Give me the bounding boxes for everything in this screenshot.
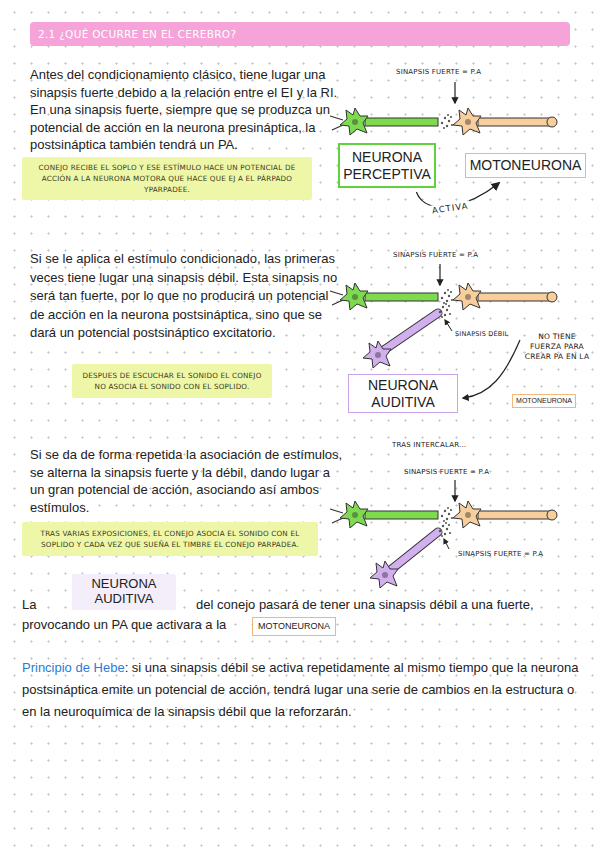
text-stack: DESPUES DE ESCUCHAR EL SONIDO EL CONEJO … bbox=[77, 370, 267, 392]
annotation: SINAPSIS FUERTE = P.A bbox=[404, 468, 534, 477]
node-text: DESPUES DE ESCUCHAR EL SONIDO EL CONEJO … bbox=[77, 370, 267, 392]
label-text: TRAS INTERCALAR... bbox=[392, 441, 466, 449]
edge-label: ACTIVA bbox=[430, 200, 471, 216]
neuron-tag: MOTONEURONA bbox=[252, 617, 336, 636]
paragraph: provocando un PA que activara a la bbox=[22, 617, 226, 634]
annotation: SINAPSIS FUERTE = P.A bbox=[393, 251, 523, 260]
text-stack: TRAS VARIAS EXPOSICIONES, EL CONEJO ASOC… bbox=[27, 528, 313, 550]
paragraph: Si se da de forma repetida la asociación… bbox=[30, 446, 345, 516]
label-text: Si se da de forma repetida la asociación… bbox=[30, 447, 342, 515]
note-box: CONEJO RECIBE EL SOPLO Y ESE ESTÍMULO HA… bbox=[22, 157, 312, 200]
neuron-box: NEURONA AUDITIVA bbox=[348, 374, 458, 413]
annotation: SINAPSIS DÉBIL bbox=[455, 330, 525, 338]
node-text: NEURONA AUDITIVA bbox=[352, 377, 454, 409]
node-text: MOTONEURONA bbox=[469, 157, 582, 173]
annotation: SINAPSIS FUERTE = P.A bbox=[396, 68, 526, 77]
node-text: NEURONA PERCEPTIVA bbox=[343, 149, 431, 181]
neuron-box: MOTONEURONA bbox=[465, 153, 586, 178]
text-stack: NEURONA AUDITIVA bbox=[352, 377, 454, 409]
node-text: MOTONEURONA bbox=[516, 397, 572, 405]
paragraph: La bbox=[22, 597, 36, 614]
paragraph: Antes del condicionamiento clásico, tien… bbox=[30, 66, 345, 154]
neuron-tag: NEURONA AUDITIVA bbox=[72, 574, 176, 610]
label-text: SINAPSIS FUERTE = P.A bbox=[404, 468, 489, 476]
text-stack: CONEJO RECIBE EL SOPLO Y ESE ESTÍMULO HA… bbox=[27, 162, 307, 195]
annotation: SINAPSIS FUERTE = P.A bbox=[458, 550, 588, 559]
annotation: TRAS INTERCALAR... bbox=[392, 441, 522, 450]
note-box: DESPUES DE ESCUCHAR EL SONIDO EL CONEJO … bbox=[72, 364, 272, 398]
text-stack: NEURONA PERCEPTIVA bbox=[343, 149, 431, 181]
label-text: SINAPSIS FUERTE = P.A bbox=[393, 251, 478, 259]
title-text: 2.1 ¿QUÉ OCURRE EN EL CEREBRO? bbox=[30, 28, 236, 40]
label-text: SINAPSIS FUERTE = P.A bbox=[396, 68, 481, 76]
label-text: del conejo pasará de tener una sinapsis … bbox=[196, 597, 534, 612]
node-text: CONEJO RECIBE EL SOPLO Y ESE ESTÍMULO HA… bbox=[27, 162, 307, 195]
label-text: SINAPSIS DÉBIL bbox=[455, 330, 508, 338]
label-text: Si se le aplica el estímulo condicionado… bbox=[30, 251, 337, 340]
neuron-tag: MOTONEURONA bbox=[512, 394, 576, 408]
paragraph: Si se le aplica el estímulo condicionado… bbox=[30, 250, 345, 343]
node-text: MOTONEURONA bbox=[256, 621, 332, 631]
label-text: provocando un PA que activara a la bbox=[22, 617, 226, 632]
node-text: TRAS VARIAS EXPOSICIONES, EL CONEJO ASOC… bbox=[27, 528, 313, 550]
annotation: NO TIENE FUERZA PARA CREAR PA EN LA bbox=[524, 332, 590, 362]
note-box: TRAS VARIAS EXPOSICIONES, EL CONEJO ASOC… bbox=[22, 522, 318, 556]
text-stack: MOTONEURONA bbox=[469, 157, 582, 173]
text-stack: MOTONEURONA bbox=[516, 397, 572, 405]
title-band: 2.1 ¿QUÉ OCURRE EN EL CEREBRO? bbox=[30, 22, 570, 46]
neuron-box: NEURONA PERCEPTIVA bbox=[338, 143, 436, 188]
label-text: Principio de Hebe bbox=[22, 660, 125, 675]
figure-reinforced-synapse bbox=[330, 480, 557, 588]
node-text: NEURONA AUDITIVA bbox=[75, 577, 173, 607]
label-text: SINAPSIS FUERTE = P.A bbox=[458, 550, 543, 558]
label-text: La bbox=[22, 597, 36, 612]
paragraph: Principio de Hebe: si una sinapsis débil… bbox=[22, 657, 590, 723]
paragraph: del conejo pasará de tener una sinapsis … bbox=[196, 597, 534, 614]
text-stack: MOTONEURONA bbox=[256, 621, 332, 631]
label-text: NO TIENE FUERZA PARA CREAR PA EN LA bbox=[525, 332, 590, 361]
text-stack: NEURONA AUDITIVA bbox=[75, 577, 173, 607]
figure-strong-synapse bbox=[330, 82, 557, 135]
label-text: Antes del condicionamiento clásico, tien… bbox=[30, 67, 337, 152]
